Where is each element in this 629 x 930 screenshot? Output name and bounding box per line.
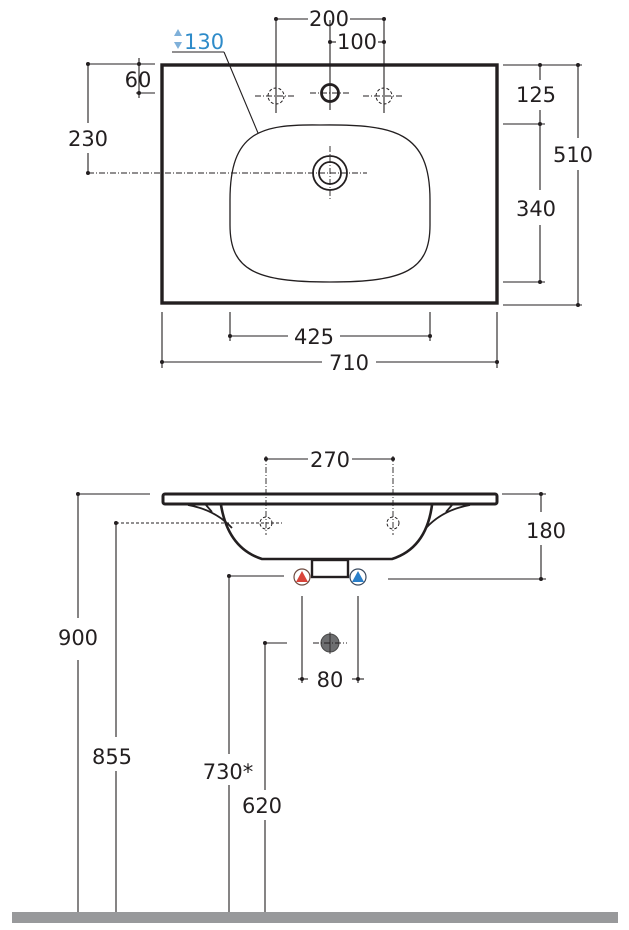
dim-200: 200 xyxy=(309,7,349,31)
dim-100: 100 xyxy=(337,30,377,54)
tap-hole-right-icon xyxy=(363,17,404,113)
dim-900: 900 xyxy=(58,626,98,650)
tap-hole-left-icon xyxy=(255,17,294,113)
top-view: 200 100 130 60 230 125 xyxy=(68,7,593,375)
dim-270: 270 xyxy=(310,448,350,472)
waste-trap-box xyxy=(310,558,350,579)
dim-510: 510 xyxy=(553,143,593,167)
waste-outlet-icon xyxy=(313,632,347,654)
cold-water-icon xyxy=(349,568,367,586)
dim-620: 620 xyxy=(242,794,282,818)
depth-arrows-icon xyxy=(174,29,182,49)
dim-230: 230 xyxy=(68,127,108,151)
dim-340: 340 xyxy=(516,197,556,221)
dim-710: 710 xyxy=(329,351,369,375)
floor-line xyxy=(12,912,618,923)
dim-180: 180 xyxy=(526,519,566,543)
basin-bowl-profile xyxy=(219,504,434,561)
dim-855: 855 xyxy=(92,745,132,769)
basin-top-slab xyxy=(161,492,499,506)
side-view: 270 180 80 xyxy=(12,448,618,923)
dim-80: 80 xyxy=(317,668,344,692)
dim-730: 730* xyxy=(203,760,254,784)
tap-hole-center-icon xyxy=(310,20,350,110)
dim-60: 60 xyxy=(125,68,152,92)
dim-130: 130 xyxy=(184,30,224,54)
hot-water-icon xyxy=(293,568,311,586)
dim-125: 125 xyxy=(516,83,556,107)
bowl-outline xyxy=(229,124,431,283)
dim-425: 425 xyxy=(294,325,334,349)
